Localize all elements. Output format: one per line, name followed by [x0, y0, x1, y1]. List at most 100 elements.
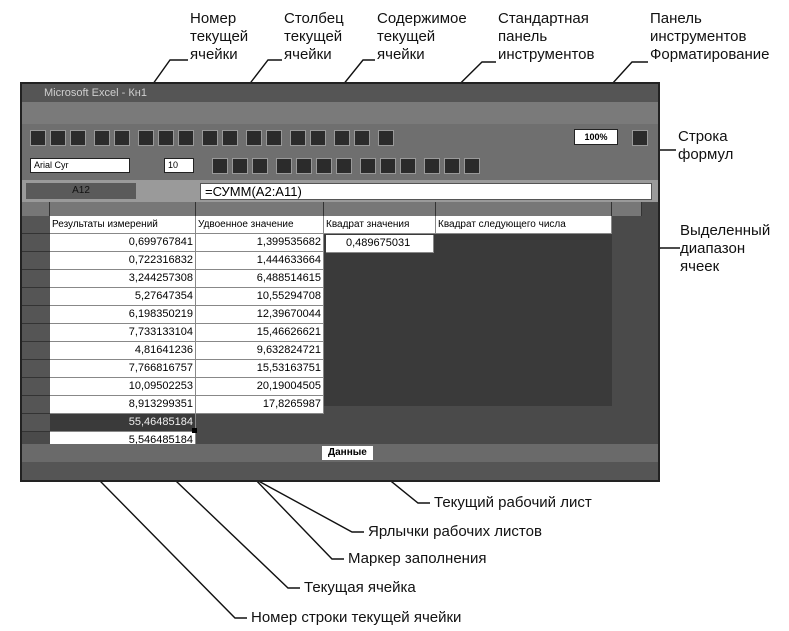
current-cell-a12[interactable]: 55,46485184: [50, 414, 196, 432]
row-header[interactable]: [22, 342, 50, 360]
sheet-tabs: Данные: [22, 444, 658, 462]
select-all[interactable]: [22, 202, 50, 216]
print-icon[interactable]: [94, 130, 110, 146]
cell-b[interactable]: 20,19004505: [196, 378, 324, 396]
cell-a[interactable]: 6,198350219: [50, 306, 196, 324]
cell-b[interactable]: 17,8265987: [196, 396, 324, 414]
cell-b[interactable]: 6,488514615: [196, 270, 324, 288]
cell-a[interactable]: 7,733133104: [50, 324, 196, 342]
open-icon[interactable]: [50, 130, 66, 146]
map-icon[interactable]: [354, 130, 370, 146]
help-icon[interactable]: [632, 130, 648, 146]
menu-bar[interactable]: [22, 102, 658, 124]
column-header-a[interactable]: [50, 202, 196, 216]
cell-a[interactable]: 8,913299351: [50, 396, 196, 414]
font-name-box[interactable]: Arial Cyr: [30, 158, 130, 173]
label-cell-number: Номер текущей ячейки: [190, 10, 249, 63]
merge-center-icon[interactable]: [336, 158, 352, 174]
selected-range[interactable]: [324, 234, 612, 406]
formatting-toolbar: Arial Cyr 10: [22, 152, 658, 180]
font-color-icon[interactable]: [464, 158, 480, 174]
align-left-icon[interactable]: [276, 158, 292, 174]
label-current-column: Столбец текущей ячейки: [284, 10, 344, 63]
formula-input[interactable]: =СУММ(A2:A11): [200, 183, 652, 200]
cut-icon[interactable]: [138, 130, 154, 146]
status-bar: [22, 462, 658, 480]
label-fill-handle: Маркер заполнения: [348, 550, 487, 567]
row-header[interactable]: [22, 216, 50, 234]
row-header[interactable]: [22, 270, 50, 288]
row-header[interactable]: [22, 288, 50, 306]
column-header-e[interactable]: [612, 202, 642, 216]
cell-a[interactable]: 0,699767841: [50, 234, 196, 252]
row-header[interactable]: [22, 324, 50, 342]
column-header-d[interactable]: [436, 202, 612, 216]
cell-a[interactable]: 3,244257308: [50, 270, 196, 288]
worksheet-grid: Результаты измерений Удвоенное значение …: [22, 202, 658, 450]
active-sheet-tab[interactable]: Данные: [322, 446, 373, 460]
italic-icon[interactable]: [232, 158, 248, 174]
copy-icon[interactable]: [158, 130, 174, 146]
row-header[interactable]: [22, 306, 50, 324]
align-right-icon[interactable]: [316, 158, 332, 174]
cell-a[interactable]: 5,27647354: [50, 288, 196, 306]
header-cell-a[interactable]: Результаты измерений: [50, 216, 196, 234]
row-header[interactable]: [22, 396, 50, 414]
name-box[interactable]: A12: [26, 183, 136, 199]
zoom-box[interactable]: 100%: [574, 129, 618, 145]
redo-icon[interactable]: [222, 130, 238, 146]
sort-asc-icon[interactable]: [290, 130, 306, 146]
underline-icon[interactable]: [252, 158, 268, 174]
formula-bar: A12 =СУММ(A2:A11): [22, 180, 658, 202]
autosum-icon[interactable]: [246, 130, 262, 146]
excel-window: Microsoft Excel - Кн1 100% Arial Cyr 10: [20, 82, 660, 482]
cell-b[interactable]: 1,399535682: [196, 234, 324, 252]
bold-icon[interactable]: [212, 158, 228, 174]
column-header-b[interactable]: [196, 202, 324, 216]
cell-a[interactable]: 0,722316832: [50, 252, 196, 270]
preview-icon[interactable]: [114, 130, 130, 146]
cell-b[interactable]: 10,55294708: [196, 288, 324, 306]
cell-a[interactable]: 7,766816757: [50, 360, 196, 378]
cell-b[interactable]: 15,46626621: [196, 324, 324, 342]
sort-desc-icon[interactable]: [310, 130, 326, 146]
label-selected-range: Выделенный диапазон ячеек: [680, 222, 771, 275]
fill-handle[interactable]: [192, 428, 197, 433]
cell-b[interactable]: 1,444633664: [196, 252, 324, 270]
label-sheet-tabs: Ярлычки рабочих листов: [368, 523, 542, 540]
cell-b[interactable]: 15,53163751: [196, 360, 324, 378]
header-cell-c[interactable]: Квадрат значения: [324, 216, 436, 234]
label-format-toolbar: Панель инструментов Форматирование: [650, 10, 770, 63]
save-icon[interactable]: [70, 130, 86, 146]
row-header[interactable]: [22, 360, 50, 378]
cell-b[interactable]: 9,632824721: [196, 342, 324, 360]
cell-a[interactable]: 10,09502253: [50, 378, 196, 396]
drawing-icon[interactable]: [378, 130, 394, 146]
function-icon[interactable]: [266, 130, 282, 146]
percent-icon[interactable]: [380, 158, 396, 174]
align-center-icon[interactable]: [296, 158, 312, 174]
currency-icon[interactable]: [360, 158, 376, 174]
paste-icon[interactable]: [178, 130, 194, 146]
font-size-box[interactable]: 10: [164, 158, 194, 173]
row-header[interactable]: [22, 414, 50, 432]
leader-row-number: [37, 417, 247, 619]
leader-sheet-tabs: [219, 459, 364, 533]
header-cell-b[interactable]: Удвоенное значение: [196, 216, 324, 234]
header-cell-d[interactable]: Квадрат следующего числа: [436, 216, 612, 234]
comma-icon[interactable]: [400, 158, 416, 174]
cell-a[interactable]: 4,81641236: [50, 342, 196, 360]
label-row-number: Номер строки текущей ячейки: [251, 609, 462, 626]
cell-b[interactable]: 12,39670044: [196, 306, 324, 324]
new-icon[interactable]: [30, 130, 46, 146]
column-header-c[interactable]: [324, 202, 436, 216]
row-header[interactable]: [22, 234, 50, 252]
chart-wizard-icon[interactable]: [334, 130, 350, 146]
borders-icon[interactable]: [424, 158, 440, 174]
label-current-sheet: Текущий рабочий лист: [434, 494, 592, 511]
fill-color-icon[interactable]: [444, 158, 460, 174]
active-cell-c2[interactable]: 0,489675031: [326, 235, 434, 253]
row-header[interactable]: [22, 252, 50, 270]
row-header[interactable]: [22, 378, 50, 396]
undo-icon[interactable]: [202, 130, 218, 146]
